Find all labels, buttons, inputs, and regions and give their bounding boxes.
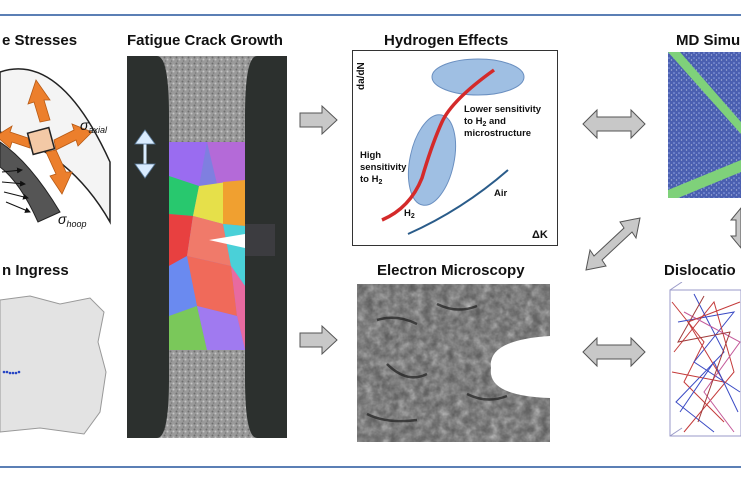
h2-curve <box>381 68 496 222</box>
hydrogen-plot: da/dN ΔK Lower sensitivity to H2 and mic… <box>352 50 558 246</box>
svg-text:High: High <box>360 150 381 161</box>
crack <box>209 234 245 248</box>
electron-micrograph <box>357 284 550 442</box>
svg-text:H2: H2 <box>404 208 415 220</box>
low-sensitivity-line2: to H <box>464 116 483 127</box>
arrow-fatigue-to-microscopy <box>299 324 338 356</box>
arrow-hydrogen-md <box>582 108 646 140</box>
dislocation-network <box>669 282 741 437</box>
crack-notch <box>245 224 275 256</box>
svg-text:to H2 and: to H2 and <box>464 116 506 128</box>
svg-text:σaxial: σaxial <box>80 117 108 135</box>
stress-element <box>26 126 56 156</box>
title-dislocation: Dislocatio <box>664 262 736 279</box>
pressure-arrows <box>1 167 31 213</box>
dislocation-features <box>366 302 508 423</box>
high-sensitivity-line2: sensitivity <box>360 162 407 173</box>
low-sensitivity-h2-sub: 2 <box>482 121 486 128</box>
pipe-wall-inner <box>0 141 61 223</box>
svg-text:Lower sensitivity: Lower sensitivity <box>464 104 542 115</box>
sigma-hoop-subscript: hoop <box>66 219 86 229</box>
ingress-diagram <box>0 295 107 435</box>
left-grip <box>127 56 169 438</box>
air-curve-label: Air <box>494 188 508 199</box>
title-microscopy: Electron Microscopy <box>377 262 525 279</box>
svg-text:sensitivity: sensitivity <box>360 162 407 173</box>
title-md: MD Simu <box>676 32 741 49</box>
low-sensitivity-line3: microstructure <box>464 128 531 139</box>
title-fatigue: Fatigue Crack Growth <box>127 32 283 49</box>
title-stresses: e Stresses <box>2 32 78 49</box>
dislocation-lines <box>671 293 741 433</box>
low-sensitivity-and: and <box>486 116 506 127</box>
bottom-border-line <box>0 466 741 468</box>
ebsd-grain-map <box>169 142 245 350</box>
arrow-microscopy-md-diagonal <box>585 217 641 271</box>
loading-arrow <box>134 129 156 179</box>
fatigue-specimen <box>127 56 287 438</box>
sigma-hoop-symbol: σ <box>58 211 67 227</box>
arrow-md-dislocation-vertical <box>729 207 741 249</box>
svg-text:microstructure: microstructure <box>464 128 531 139</box>
h2-curve-label: H <box>404 208 411 219</box>
stress-diagram: σaxial σhoop <box>0 68 111 229</box>
x-axis-label: ΔK <box>532 229 548 241</box>
md-simulation <box>668 52 741 198</box>
high-sensitivity-line3: to H <box>360 174 379 185</box>
md-stripe-upper <box>668 52 741 134</box>
air-curve <box>407 169 509 235</box>
arrow-fatigue-to-hydrogen <box>299 104 338 136</box>
svg-text:to H2: to H2 <box>360 174 382 186</box>
arrow-microscopy-dislocation <box>582 336 646 368</box>
hydrogen-dots <box>2 370 21 375</box>
title-hydrogen: Hydrogen Effects <box>384 32 509 49</box>
md-stripe-lower <box>668 160 741 198</box>
sigma-axial-symbol: σ <box>80 117 89 133</box>
title-ingress: n Ingress <box>2 262 69 279</box>
sigma-axial-subscript: axial <box>88 125 108 135</box>
ingress-region <box>0 295 107 435</box>
low-sensitivity-line1: Lower sensitivity <box>464 104 542 115</box>
h2-curve-sub: 2 <box>411 213 415 220</box>
stress-arrows <box>0 79 93 195</box>
y-axis-label: da/dN <box>356 62 367 90</box>
top-border-line <box>0 14 741 16</box>
high-sensitivity-line1: High <box>360 150 381 161</box>
low-sensitivity-ellipse <box>431 58 525 96</box>
svg-text:σhoop: σhoop <box>58 211 86 229</box>
high-sensitivity-h2-sub: 2 <box>378 179 382 186</box>
crack-tip-notch <box>490 336 550 398</box>
